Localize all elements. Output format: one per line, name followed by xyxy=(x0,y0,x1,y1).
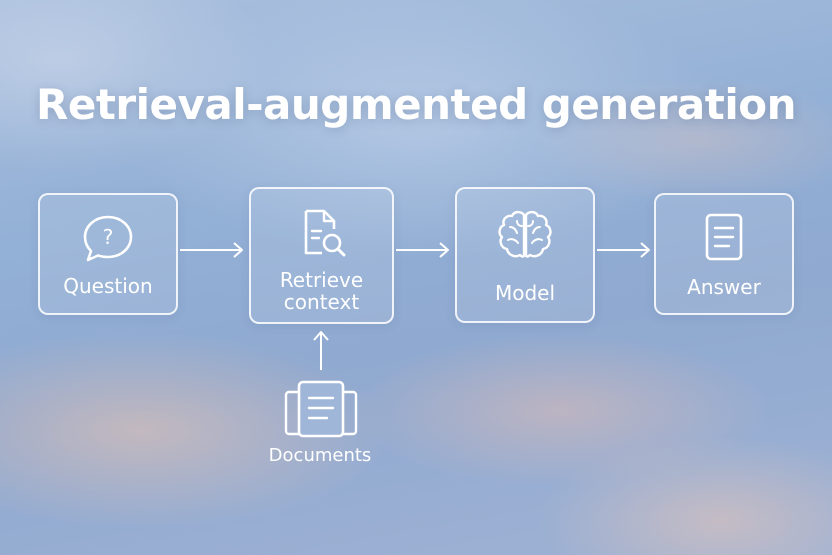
question-label: Question xyxy=(63,274,153,298)
diagram-title: Retrieval-augmented generation xyxy=(36,80,796,129)
document-lines-icon xyxy=(705,213,743,261)
arrow-question-to-retrieve xyxy=(180,242,243,258)
brain-icon xyxy=(498,210,552,258)
svg-text:?: ? xyxy=(103,225,114,249)
answer-node: Answer xyxy=(654,193,794,315)
speech-bubble-question-icon: ? xyxy=(83,215,133,262)
document-search-icon xyxy=(304,209,345,257)
model-label: Model xyxy=(494,281,556,305)
documents-label: Documents xyxy=(268,445,372,466)
answer-label: Answer xyxy=(687,275,761,299)
stacked-documents-icon xyxy=(284,380,358,438)
arrow-retrieve-to-model xyxy=(396,242,449,258)
retrieve-context-label-line2: context xyxy=(283,290,360,314)
arrow-documents-to-retrieve xyxy=(313,331,329,370)
model-node: Model xyxy=(455,187,595,323)
retrieve-context-node: Retrieve context xyxy=(249,187,394,324)
retrieve-context-label-line1: Retrieve xyxy=(279,268,364,292)
question-node: ? Question xyxy=(38,193,178,315)
arrow-model-to-answer xyxy=(597,242,650,258)
